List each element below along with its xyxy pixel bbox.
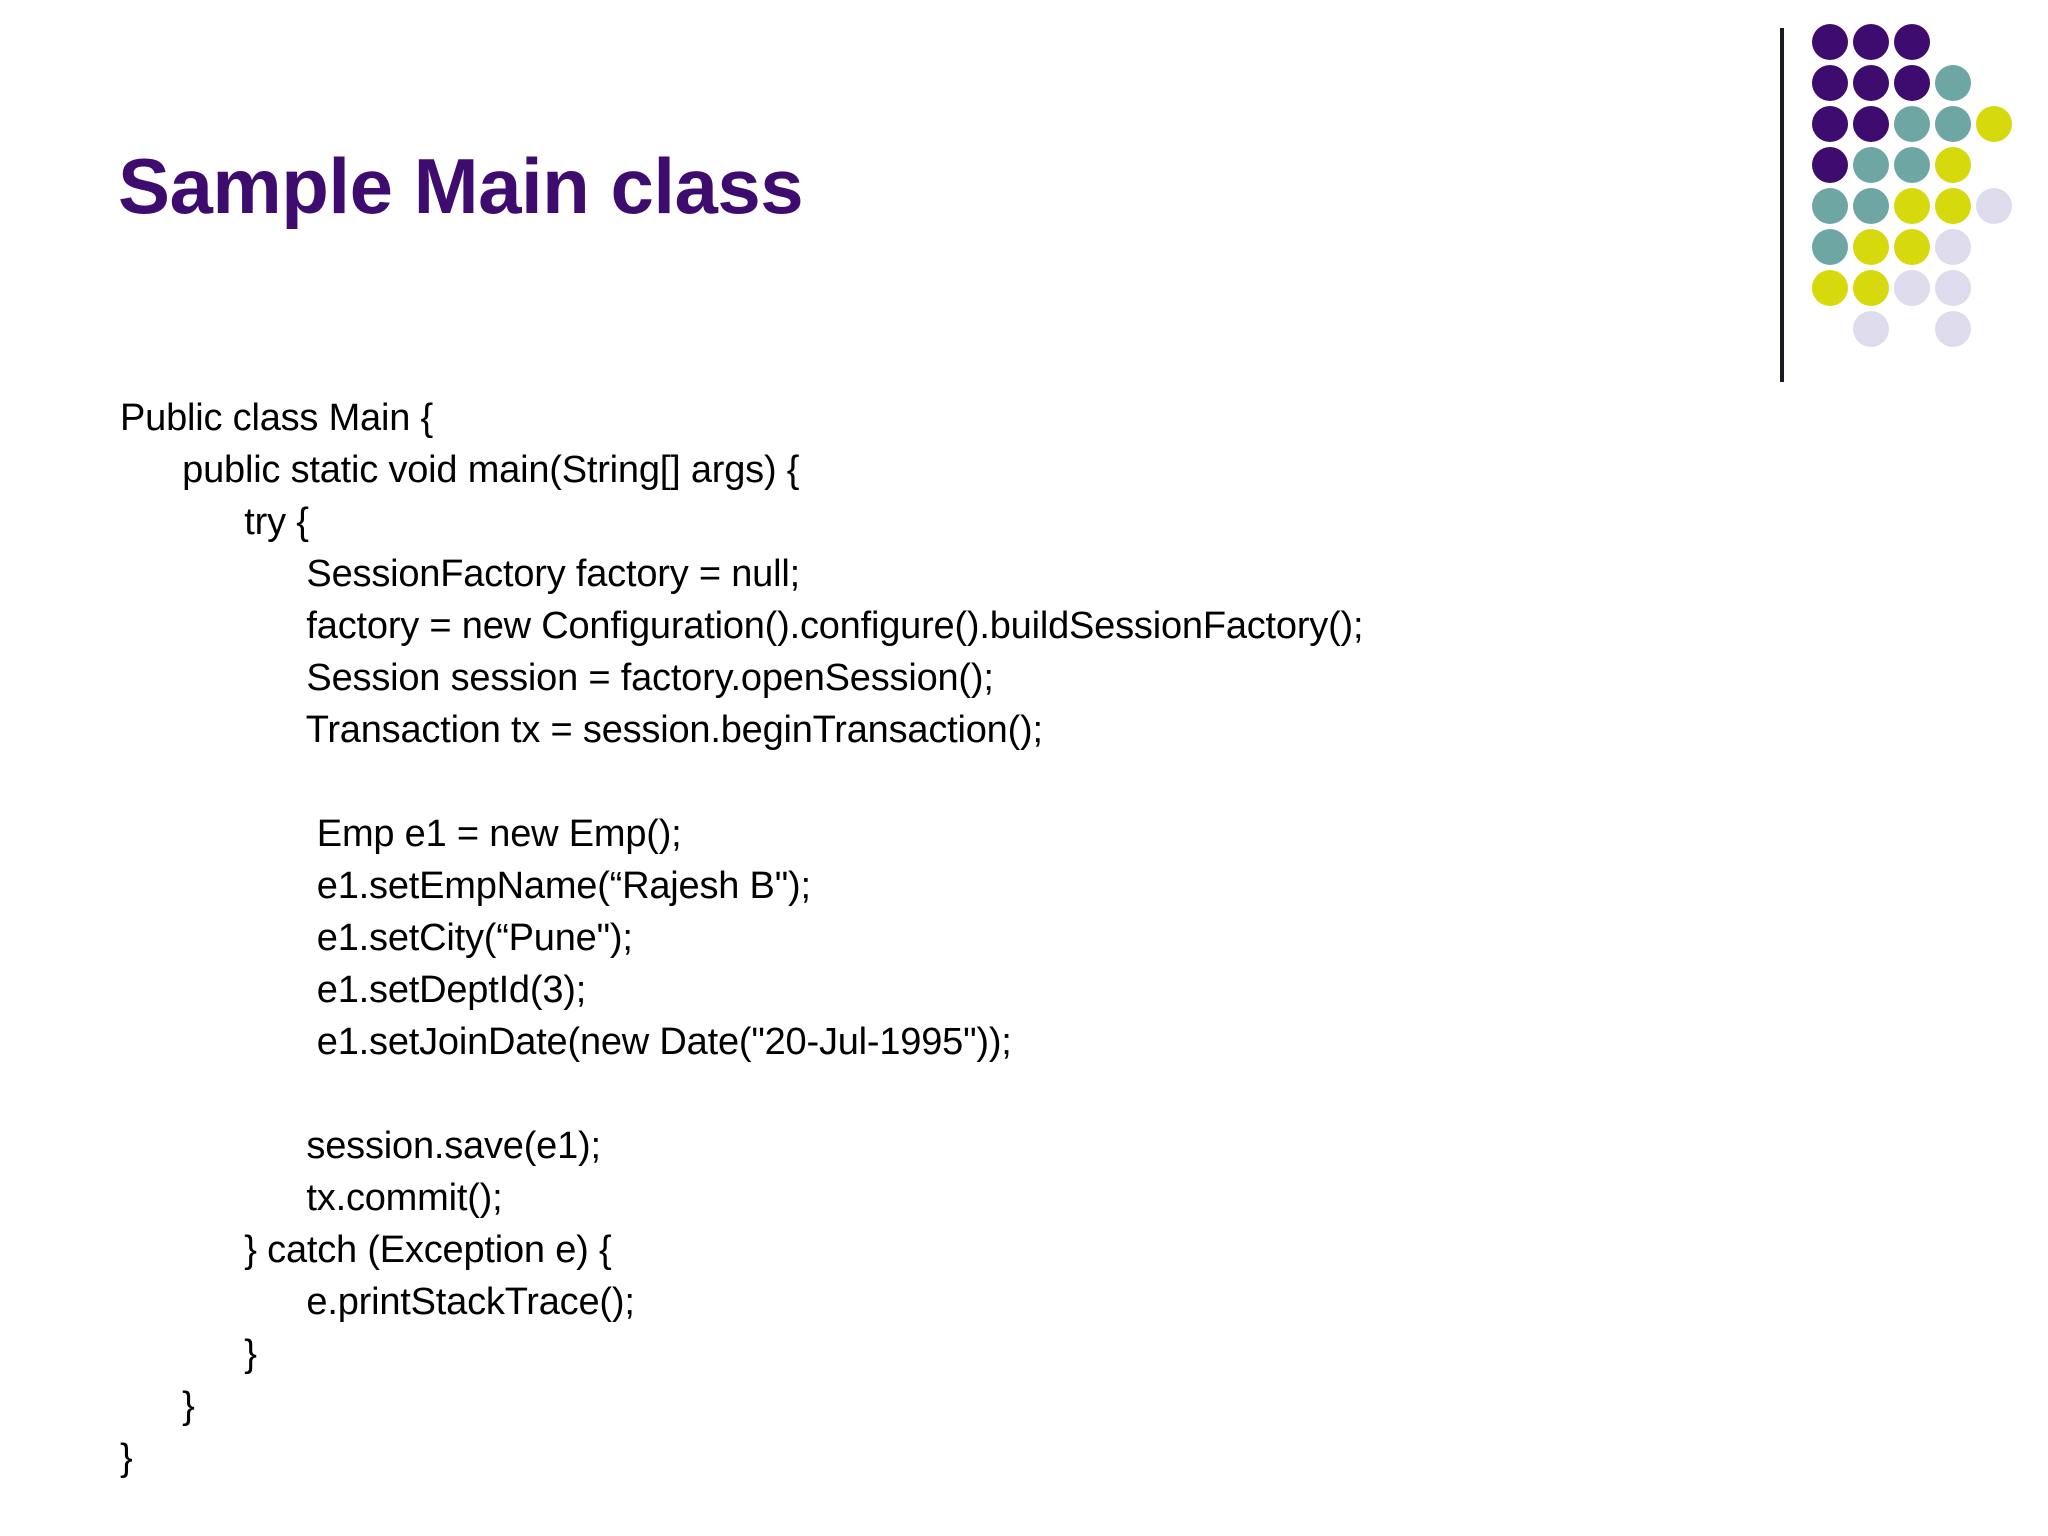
code-line: } [120,1437,133,1479]
logo-dot-purple [1853,24,1889,60]
code-line: Emp e1 = new Emp(); [120,813,682,855]
logo-dot-teal [1853,147,1889,183]
dot-grid-icon [1812,24,2042,354]
code-line: e.printStackTrace(); [120,1281,635,1323]
code-block: Public class Main { public static void m… [120,392,1740,1484]
code-line: Public class Main { [120,397,434,439]
code-line: try { [120,501,309,543]
logo-dot-lavender [1976,188,2012,224]
code-line [120,1068,1740,1120]
logo-dot-lavender [1935,311,1971,347]
code-line: factory = new Configuration().configure(… [120,605,1364,647]
code-line: Transaction tx = session.beginTransactio… [120,709,1043,751]
logo-dot-purple [1812,65,1848,101]
logo-dot-purple [1853,65,1889,101]
logo-dot-teal [1853,188,1889,224]
logo-dot-lavender [1935,229,1971,265]
logo-dot-purple [1853,106,1889,142]
code-line: session.save(e1); [120,1125,601,1167]
logo-dot-purple [1812,147,1848,183]
logo-dot-purple [1812,106,1848,142]
logo-dot-teal [1935,106,1971,142]
logo-dot-lavender [1894,270,1930,306]
vertical-rule-divider [1780,28,1784,382]
logo-dot-yellow [1812,270,1848,306]
code-line: e1.setCity(“Pune"); [120,917,633,959]
logo-dot-yellow [1935,147,1971,183]
code-line: e1.setEmpName(“Rajesh B"); [120,865,811,907]
logo-dot-teal [1935,65,1971,101]
logo-dot-teal [1812,188,1848,224]
logo-dot-teal [1894,106,1930,142]
logo-dot-teal [1894,147,1930,183]
code-line: Session session = factory.openSession(); [120,657,994,699]
code-line: e1.setDeptId(3); [120,969,587,1011]
logo-dot-yellow [1976,106,2012,142]
code-line [120,756,1740,808]
code-line: e1.setJoinDate(new Date("20-Jul-1995")); [120,1021,1012,1063]
code-line: } [120,1385,195,1427]
code-line: tx.commit(); [120,1177,503,1219]
logo-dot-yellow [1935,188,1971,224]
logo-dot-yellow [1853,229,1889,265]
code-line: } [120,1333,257,1375]
logo-block [1770,24,2040,384]
logo-dot-yellow [1894,188,1930,224]
logo-dot-yellow [1853,270,1889,306]
logo-dot-lavender [1935,270,1971,306]
logo-dot-yellow [1894,229,1930,265]
page-title: Sample Main class [118,142,804,230]
logo-dot-purple [1894,65,1930,101]
logo-dot-purple [1812,24,1848,60]
code-line: public static void main(String[] args) { [120,449,800,491]
logo-dot-teal [1812,229,1848,265]
logo-dot-lavender [1853,311,1889,347]
code-line: } catch (Exception e) { [120,1229,612,1271]
logo-dot-purple [1894,24,1930,60]
code-line: SessionFactory factory = null; [120,553,800,595]
